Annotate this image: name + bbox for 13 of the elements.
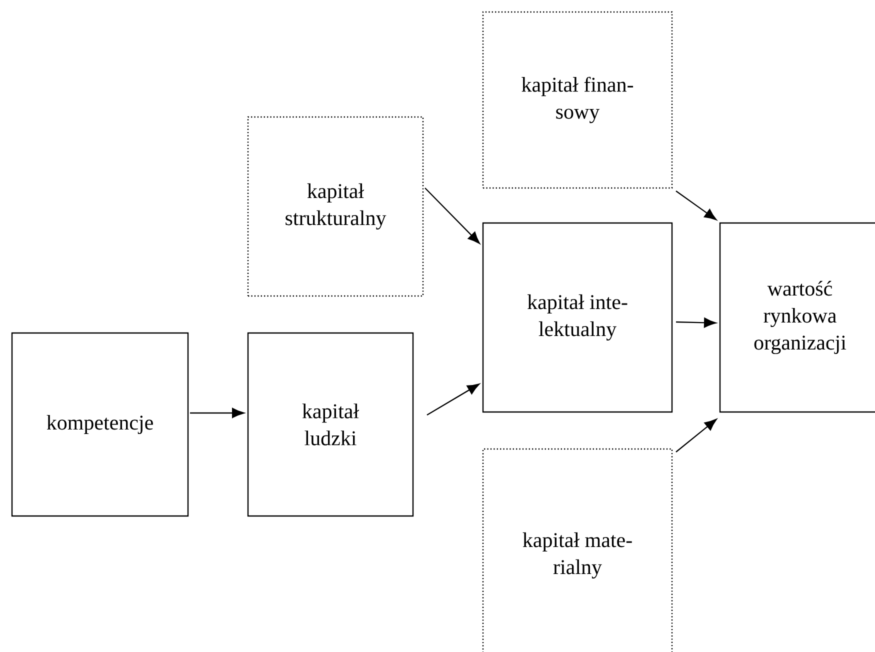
dotted-box: kapitał strukturalny — [247, 116, 424, 297]
dotted-box: kapitał finan- sowy — [482, 11, 673, 189]
process-box: wartość rynkowa organizacji — [719, 222, 875, 413]
arrow — [676, 318, 716, 328]
dotted-box: kapitał mate- rialny — [482, 448, 673, 652]
arrow — [676, 190, 717, 220]
arrow — [676, 418, 717, 452]
arrow — [426, 384, 480, 416]
process-box: kapitał ludzki — [247, 332, 414, 517]
process-box: kompetencje — [11, 332, 189, 517]
process-box: kapitał inte- lektualny — [482, 222, 673, 413]
arrow — [424, 188, 480, 244]
arrow — [190, 408, 244, 418]
